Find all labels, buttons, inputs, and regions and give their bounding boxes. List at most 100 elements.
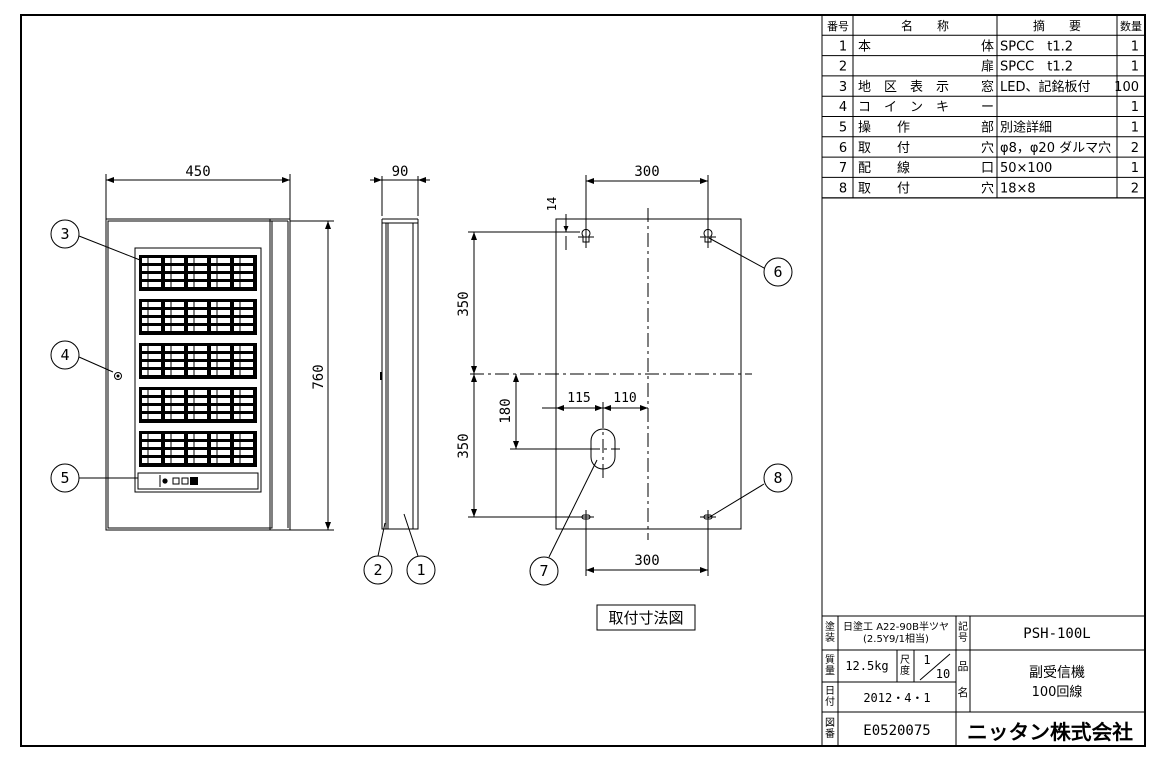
row-qty: 100 <box>1114 80 1139 95</box>
row-number: 6 <box>839 141 847 156</box>
svg-text:3: 3 <box>60 225 69 243</box>
balloon-group: 3 4 5 2 1 7 6 8 <box>50 219 793 586</box>
balloon-2: 2 <box>363 555 393 585</box>
date-value: 2012・4・1 <box>863 691 930 705</box>
scale-denominator: 10 <box>936 667 950 681</box>
code-label: 記号 <box>958 620 968 644</box>
display-panel <box>134 247 262 493</box>
paint-spec: 日塗工 A22-90B半ツヤ <box>843 620 949 633</box>
row-name-left: 地 区 表 示 <box>858 80 949 95</box>
weight-value: 12.5kg <box>845 659 888 673</box>
row-qty: 1 <box>1131 39 1139 54</box>
row-spec: SPCC t1.2 <box>1000 60 1073 75</box>
door-outline <box>107 220 273 529</box>
balloon-4: 4 <box>50 340 80 370</box>
row-qty: 1 <box>1131 100 1139 115</box>
row-spec: 18×8 <box>1000 181 1036 196</box>
coin-key <box>114 372 122 380</box>
mounting-view: 300 300 350 350 180 115 110 14 <box>456 164 752 576</box>
weight-label: 質量 <box>825 653 835 677</box>
row-qty: 1 <box>1131 121 1139 136</box>
row-number: 2 <box>839 60 847 75</box>
drawing-no-label: 図番 <box>825 717 835 740</box>
row-qty: 2 <box>1131 181 1139 196</box>
balloon-5: 5 <box>50 463 80 493</box>
dim-cable-height: 180 <box>498 398 514 423</box>
product-subname: 100回線 <box>1032 684 1083 700</box>
row-name-left: 取 付 <box>858 181 910 196</box>
dim-mount-upper: 350 <box>456 291 472 316</box>
dim-mount-bottom: 300 <box>634 553 659 569</box>
operation-panel <box>137 472 259 490</box>
paint-spec-note: (2.5Y9/1相当) <box>863 632 929 645</box>
row-qty: 2 <box>1131 141 1139 156</box>
row-spec: SPCC t1.2 <box>1000 39 1073 54</box>
row-name-right: 部 <box>981 121 994 136</box>
model-code: PSH-100L <box>1023 626 1090 642</box>
row-name-left: 操 作 <box>858 120 910 136</box>
balloon-6: 6 <box>763 257 793 287</box>
scale-label: 尺度 <box>900 654 910 677</box>
row-name-right: 窓 <box>981 79 994 95</box>
side-view: 90 <box>370 164 430 530</box>
row-name-right: 口 <box>981 161 994 176</box>
dim-cable-left: 115 <box>567 391 590 406</box>
row-name-right: ー <box>981 100 994 115</box>
row-number: 5 <box>839 121 847 136</box>
front-outline <box>105 218 291 531</box>
front-dimensions: 450 760 <box>105 164 334 531</box>
mounting-hole-6-left <box>578 228 594 248</box>
dim-cable-right: 110 <box>613 391 636 406</box>
row-name-right: 扉 <box>981 59 994 75</box>
svg-text:2: 2 <box>373 561 382 579</box>
balloon-8: 8 <box>763 463 793 493</box>
leader-lines <box>78 235 765 558</box>
front-view <box>105 218 291 531</box>
company-logo: ニッタン株式会社 <box>967 720 1133 744</box>
row-number: 7 <box>839 161 847 176</box>
header-qty: 数量 <box>1120 20 1142 33</box>
mounting-hole-8-left <box>578 510 594 524</box>
svg-text:8: 8 <box>773 469 782 487</box>
row-number: 4 <box>839 100 847 115</box>
dim-hole-offset: 14 <box>545 197 559 211</box>
date-label: 日付 <box>825 686 835 708</box>
product-name: 副受信機 <box>1029 665 1085 681</box>
row-name-right: 穴 <box>981 181 994 196</box>
row-name-right: 体 <box>981 39 994 54</box>
row-name-right: 穴 <box>981 141 994 156</box>
dim-side-depth: 90 <box>392 164 409 180</box>
dim-mount-top: 300 <box>634 164 659 180</box>
row-qty: 1 <box>1131 60 1139 75</box>
row-spec: 50×100 <box>1000 161 1052 176</box>
product-label-1: 品 <box>958 660 969 673</box>
balloon-7: 7 <box>529 556 559 586</box>
svg-text:5: 5 <box>60 469 69 487</box>
header-name: 名 称 <box>901 18 949 33</box>
row-name-left: 取 付 <box>858 141 910 156</box>
mounting-hole-6-right <box>700 228 716 248</box>
header-spec: 摘 要 <box>1033 18 1081 33</box>
scale-numerator: 1 <box>923 653 930 667</box>
row-spec: LED、記銘板付 <box>1000 79 1090 95</box>
drawing-number: E0520075 <box>863 723 930 739</box>
row-name-left: 配 線 <box>858 160 910 176</box>
balloon-1: 1 <box>406 555 436 585</box>
area-display-windows <box>139 255 257 467</box>
row-number: 1 <box>839 39 847 54</box>
svg-text:7: 7 <box>539 562 548 580</box>
row-spec: φ8，φ20 ダルマ穴 <box>1000 141 1111 156</box>
svg-text:1: 1 <box>416 561 425 579</box>
row-spec: 別途詳細 <box>1000 120 1052 136</box>
dim-mount-lower: 350 <box>456 433 472 458</box>
row-number: 3 <box>839 80 847 95</box>
title-block: 塗装 日塗工 A22-90B半ツヤ (2.5Y9/1相当) 記号 PSH-100… <box>822 615 1145 746</box>
svg-text:6: 6 <box>773 263 782 281</box>
mounting-hole-8-right <box>700 510 716 524</box>
row-number: 8 <box>839 181 847 196</box>
row-qty: 1 <box>1131 161 1139 176</box>
header-no: 番号 <box>827 20 849 33</box>
row-name-left: コ イ ン キ <box>858 100 949 115</box>
